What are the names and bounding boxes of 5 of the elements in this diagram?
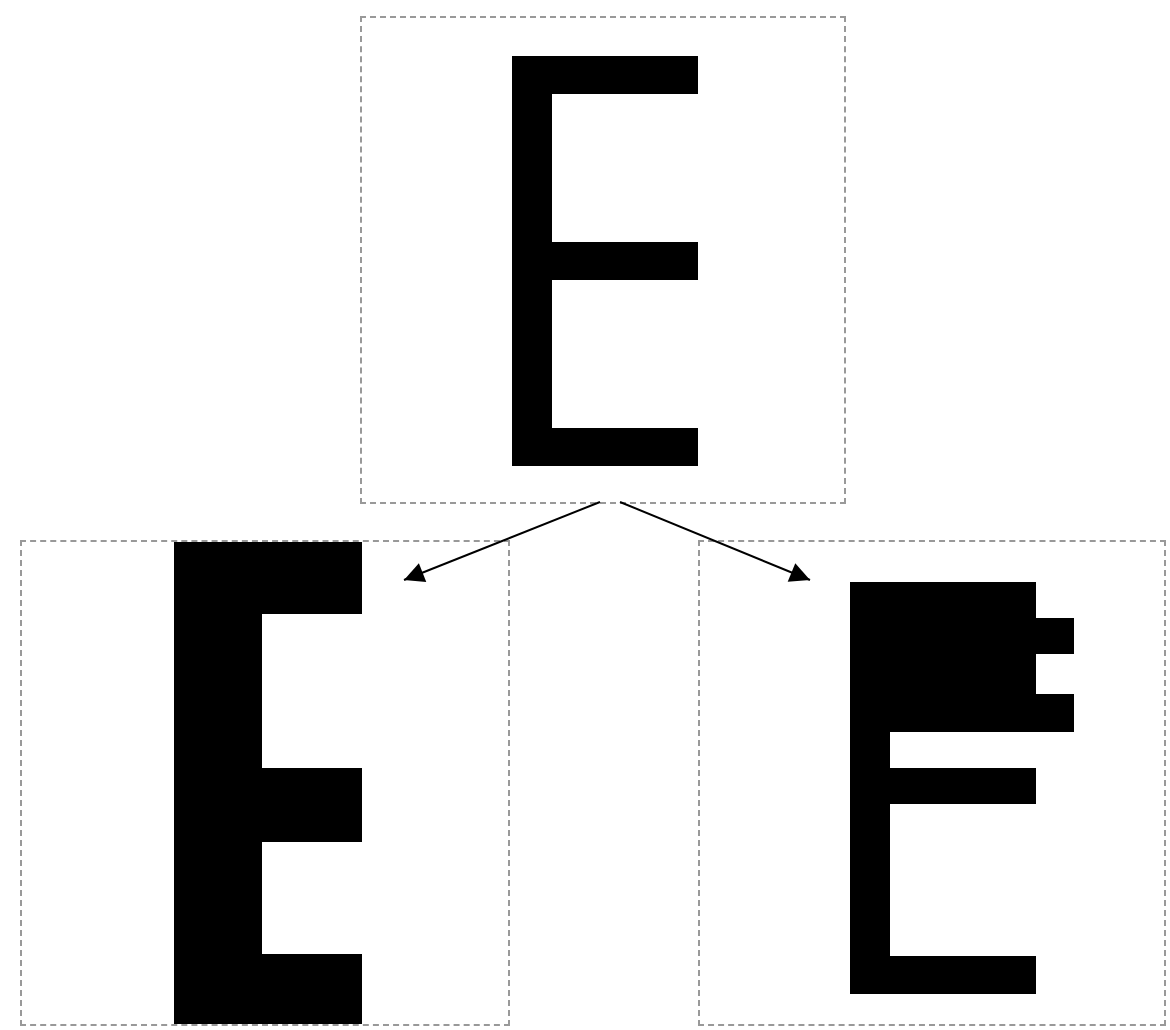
arrow	[619, 501, 811, 582]
arrow	[403, 501, 601, 582]
panel	[20, 540, 510, 1026]
panel	[360, 16, 846, 504]
panel	[698, 540, 1166, 1026]
